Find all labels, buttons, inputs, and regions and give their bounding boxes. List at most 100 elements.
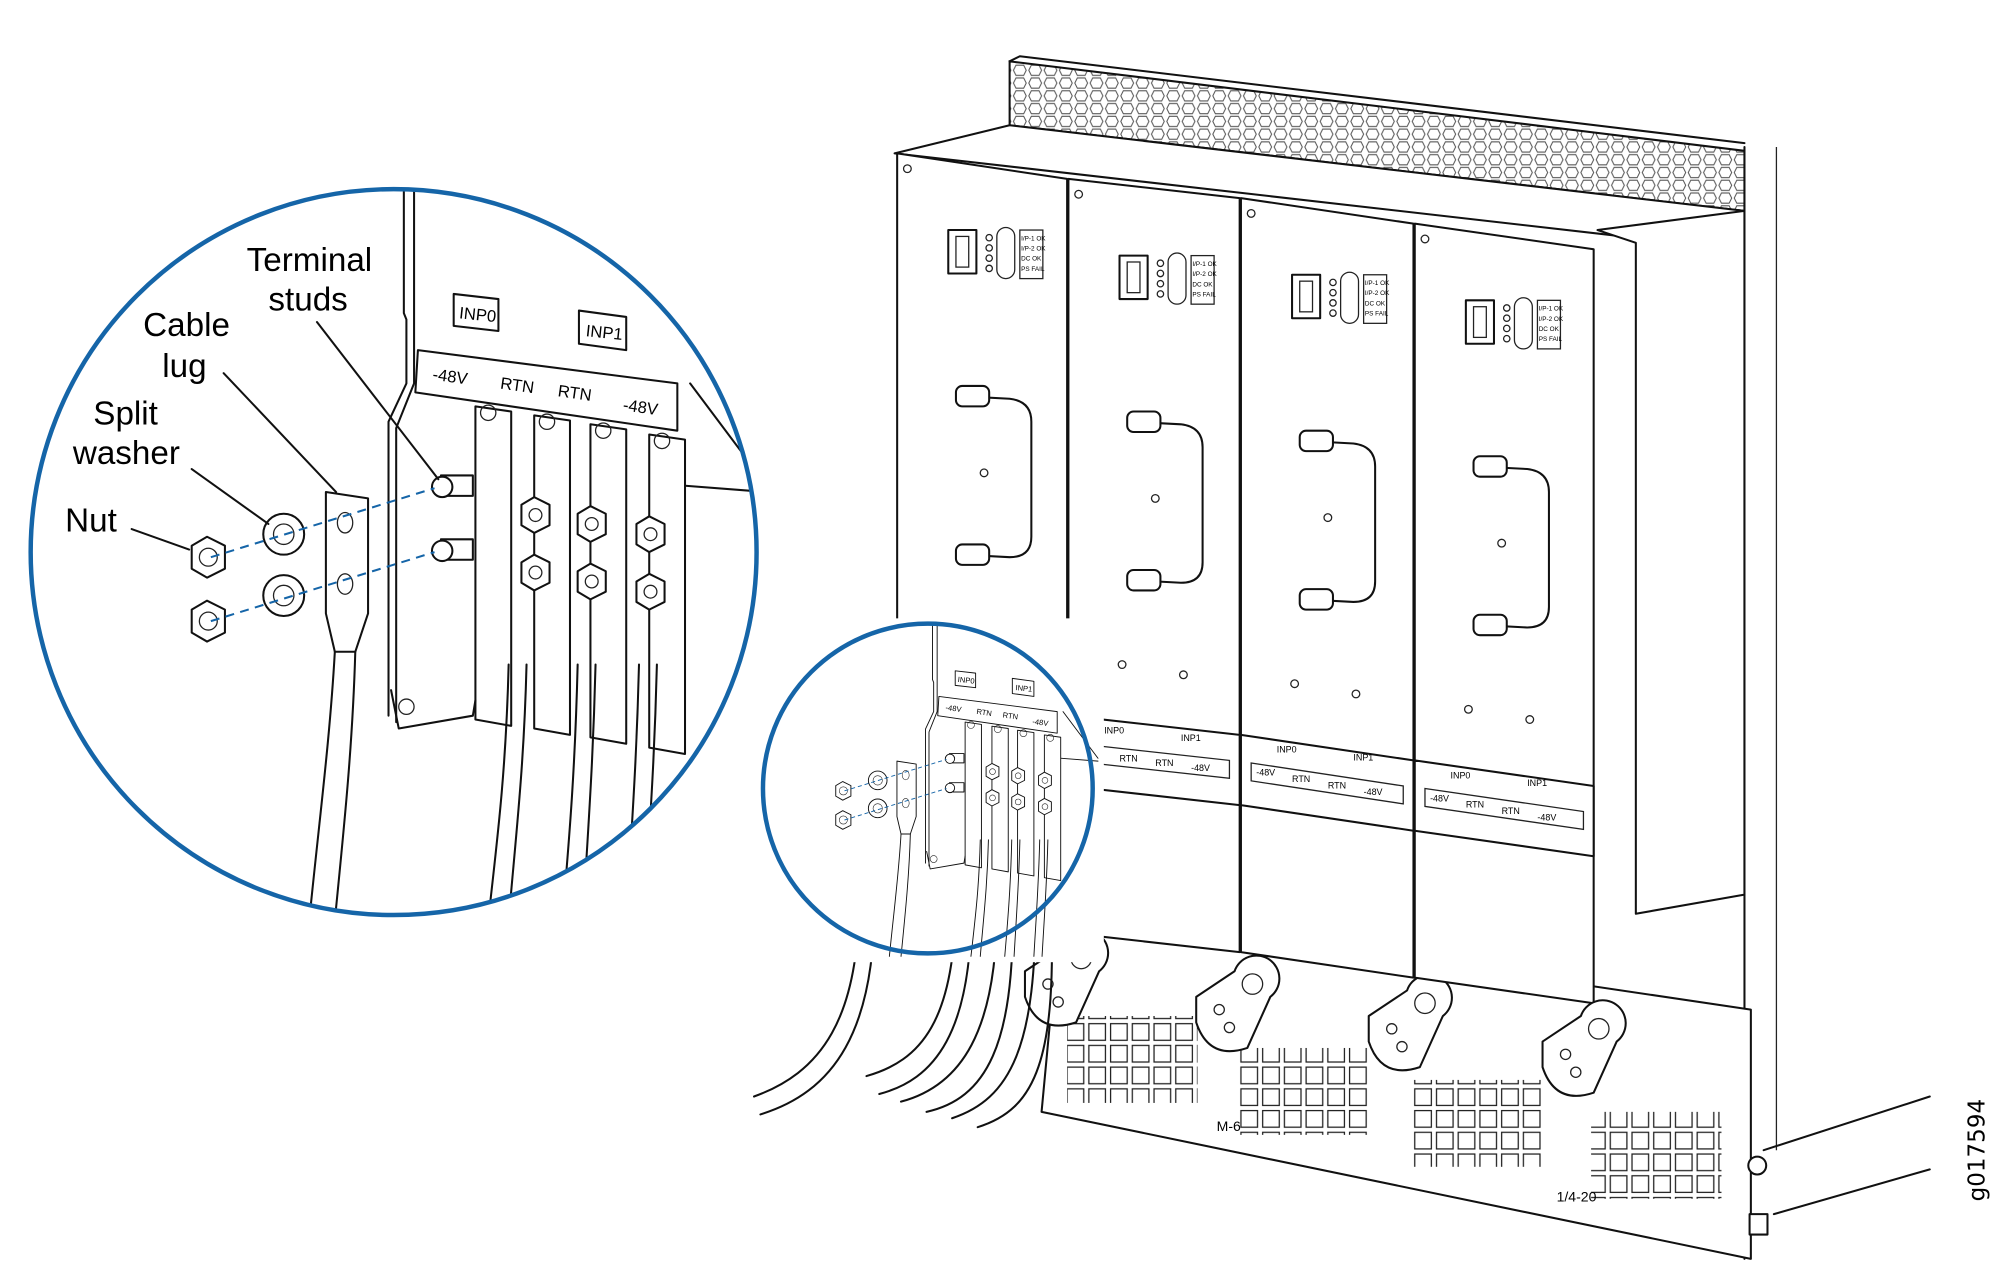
led-label: I/P-2 OK xyxy=(1365,290,1390,297)
vent-grille xyxy=(1591,1111,1722,1199)
terminal-block xyxy=(576,422,628,745)
psu-handle[interactable] xyxy=(960,395,1033,559)
led-indicator xyxy=(1156,259,1165,268)
inp1-label: INP1 xyxy=(1181,733,1201,743)
terminal-detail: INP0 INP1 -48V RTN RTN -48V xyxy=(30,189,757,916)
led-label: I/P-1 OK xyxy=(1192,261,1217,268)
led-label: PS FAIL xyxy=(1365,311,1389,318)
terminal-studs xyxy=(430,474,474,563)
terminal-block xyxy=(474,404,513,727)
led-label: I/P-1 OK xyxy=(1021,235,1046,242)
inp1-label: INP1 xyxy=(1353,752,1373,762)
cam-lock[interactable] xyxy=(1195,954,1281,1053)
callout-split-washer-line1: Split xyxy=(93,395,158,432)
led-label: I/P-2 OK xyxy=(1021,245,1046,252)
led-indicator xyxy=(1502,334,1511,343)
led-indicator xyxy=(1156,269,1165,278)
led-indicator xyxy=(1329,309,1337,317)
terminal-label: RTN xyxy=(1466,800,1484,810)
psu-handle[interactable] xyxy=(1303,439,1377,603)
split-washers xyxy=(262,512,306,618)
terminal-label: RTN xyxy=(1502,806,1520,816)
power-switch[interactable] xyxy=(1291,273,1322,320)
vent-grille xyxy=(1067,1016,1198,1103)
ground-label-quarter20: 1/4-20 xyxy=(1557,1188,1597,1204)
led-indicator xyxy=(1329,299,1337,307)
terminal-label: RTN xyxy=(1292,774,1310,784)
cam-lock[interactable] xyxy=(1541,999,1627,1097)
terminal-label: -48V xyxy=(1537,812,1556,822)
inp0-label: INP0 xyxy=(458,303,497,326)
callout-cable-lug-line2: lug xyxy=(162,348,206,385)
terminal-label: -48V xyxy=(1364,787,1383,797)
figure-id: g017594 xyxy=(1965,1099,1991,1201)
led-label: I/P-2 OK xyxy=(1192,271,1217,278)
callout-cable-lug-line1: Cable xyxy=(143,307,230,344)
power-switch[interactable] xyxy=(947,229,978,275)
large-callout-circle xyxy=(28,186,759,918)
screw xyxy=(902,164,912,174)
terminal-label: RTN xyxy=(1120,753,1138,763)
screw xyxy=(1246,208,1256,218)
psu-handle[interactable] xyxy=(1131,420,1204,584)
nuts xyxy=(190,535,226,643)
inp0-label: INP0 xyxy=(1451,770,1471,780)
led-label: I/P-1 OK xyxy=(1365,280,1390,287)
psu-handle[interactable] xyxy=(1477,465,1550,629)
led-label: I/P-1 OK xyxy=(1539,306,1564,313)
ground-stud xyxy=(1747,1155,1768,1176)
terminal-label-strip xyxy=(414,349,679,432)
led-indicator xyxy=(985,254,994,262)
led-indicator xyxy=(985,264,994,273)
terminal-label: RTN xyxy=(1328,781,1346,791)
led-indicator xyxy=(1329,288,1337,297)
cable-lug xyxy=(308,491,370,916)
screw xyxy=(1420,234,1430,244)
led-indicator xyxy=(1156,290,1165,298)
terminal-label: -48V xyxy=(431,365,468,389)
callouts: Terminal studs Cable lug Split washer Nu… xyxy=(65,242,440,551)
led-label: PS FAIL xyxy=(1192,291,1216,298)
terminal-label: -48V xyxy=(1191,763,1210,773)
terminal-label: RTN xyxy=(499,374,535,398)
power-switch[interactable] xyxy=(1118,254,1149,301)
led-label: DC OK xyxy=(1021,256,1042,263)
led-label: PS FAIL xyxy=(1539,336,1563,343)
terminal-block xyxy=(520,413,572,736)
terminal-label: -48V xyxy=(1430,793,1449,803)
power-switch[interactable] xyxy=(1464,299,1496,345)
callout-terminal-studs-line1: Terminal xyxy=(247,242,373,279)
callout-terminal-studs-line2: studs xyxy=(268,282,347,319)
small-callout-circle xyxy=(760,621,1095,956)
led-label: DC OK xyxy=(1192,281,1213,288)
terminal-label: -48V xyxy=(622,395,659,419)
screw xyxy=(1074,189,1084,199)
vent-grille xyxy=(1239,1047,1371,1135)
vent-grille xyxy=(1412,1079,1543,1167)
callout-nut: Nut xyxy=(65,503,117,540)
led-indicator xyxy=(1329,278,1337,287)
inp1-box xyxy=(577,309,628,352)
warning-label xyxy=(1748,1213,1769,1236)
inp0-label: INP0 xyxy=(1277,745,1297,755)
inp0-box xyxy=(452,292,500,333)
terminal-label: -48V xyxy=(1256,768,1275,778)
led-indicator xyxy=(1502,304,1511,312)
callout-split-washer-line2: washer xyxy=(72,435,180,472)
inp1-label: INP1 xyxy=(585,321,624,344)
led-label: DC OK xyxy=(1539,326,1560,333)
inp1-label: INP1 xyxy=(1527,778,1547,788)
led-indicator xyxy=(1502,324,1511,333)
led-label: I/P-2 OK xyxy=(1539,316,1564,323)
led-indicator xyxy=(985,233,994,242)
led-indicator xyxy=(1502,314,1511,323)
terminal-label: RTN xyxy=(1155,758,1173,768)
terminal-label: RTN xyxy=(557,381,593,405)
inp0-label: INP0 xyxy=(1104,726,1124,736)
led-indicator xyxy=(1156,279,1165,288)
led-label: PS FAIL xyxy=(1021,266,1045,273)
